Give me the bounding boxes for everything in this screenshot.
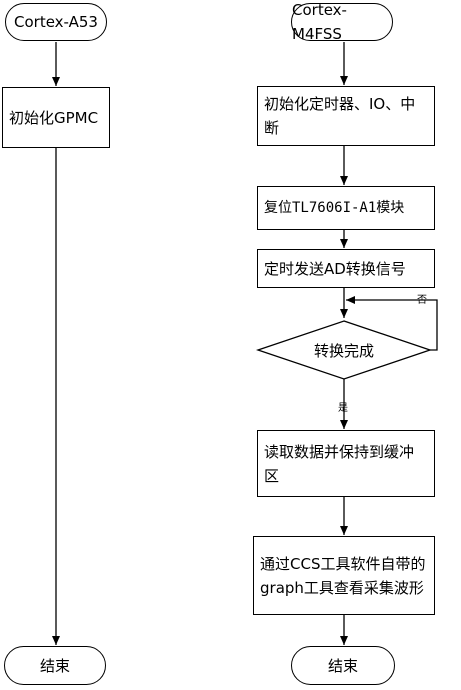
loop-no-path xyxy=(346,296,438,351)
start-cortex-a53: Cortex-A53 xyxy=(5,3,107,41)
read-data-box: 读取数据并保持到缓冲区 xyxy=(257,430,435,497)
end-left-label: 结束 xyxy=(39,656,70,675)
yes-label: 是 xyxy=(338,403,348,414)
no-label: 否 xyxy=(417,295,427,306)
ccs-graph-label: 通过CCS工具软件自带的graph工具查看采集波形 xyxy=(260,554,426,597)
start-cortex-m4fss: Cortex-M4FSS xyxy=(291,1,393,43)
init-timer-io-irq-label: 初始化定时器、IO、中断 xyxy=(264,95,416,137)
init-gpmc-box: 初始化GPMC xyxy=(2,87,110,148)
read-data-label: 读取数据并保持到缓冲区 xyxy=(264,442,415,485)
decision-label-box: 转换完成 xyxy=(270,336,418,364)
end-right: 结束 xyxy=(291,646,395,685)
start-cortex-a53-label: Cortex-A53 xyxy=(14,13,98,31)
reset-module-label: 复位TL7606I-A1模块 xyxy=(264,200,405,216)
start-cortex-m4fss-label: Cortex-M4FSS xyxy=(292,1,347,43)
end-left: 结束 xyxy=(4,646,106,685)
reset-module-box: 复位TL7606I-A1模块 xyxy=(257,186,435,230)
decision-label: 转换完成 xyxy=(313,341,374,360)
ccs-graph-box: 通过CCS工具软件自带的graph工具查看采集波形 xyxy=(253,536,435,615)
init-timer-io-irq-box: 初始化定时器、IO、中断 xyxy=(257,86,435,146)
end-right-label: 结束 xyxy=(327,656,358,675)
timer-send-ad-label: 定时发送AD转换信号 xyxy=(264,259,406,278)
timer-send-ad-box: 定时发送AD转换信号 xyxy=(257,249,435,288)
init-gpmc-label: 初始化GPMC xyxy=(9,108,99,127)
